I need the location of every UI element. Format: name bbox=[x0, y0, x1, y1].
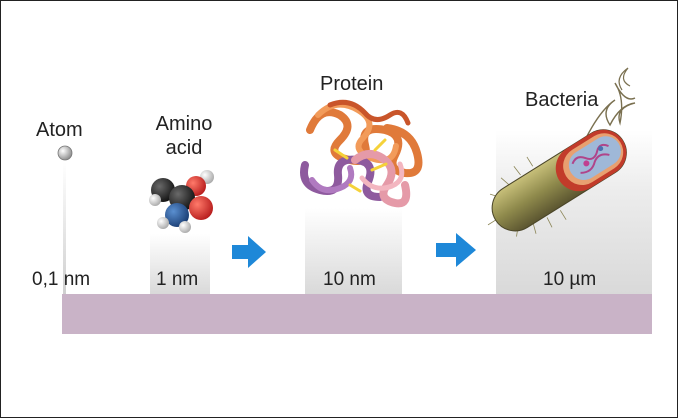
arrow-right-icon bbox=[232, 236, 266, 268]
bacteria-label: Bacteria bbox=[525, 89, 599, 111]
protein-label: Protein bbox=[320, 73, 384, 95]
amino-acid-label: Amino acid bbox=[148, 112, 220, 160]
bacteria-icon bbox=[487, 67, 636, 237]
atom-sphere-icon bbox=[57, 145, 73, 161]
protein-structure-icon bbox=[300, 99, 423, 208]
amino-acid-label-line1: Amino bbox=[155, 113, 213, 135]
amino-acid-label-line2: acid bbox=[165, 137, 203, 159]
amino-acid-scale-label: 1 nm bbox=[156, 269, 199, 290]
protein-scale-label: 10 nm bbox=[323, 269, 376, 290]
scale-base-bar bbox=[62, 294, 652, 334]
protein-pedestal bbox=[305, 208, 402, 294]
arrow-right-icon bbox=[436, 233, 476, 267]
bacteria-scale-label: 10 µm bbox=[543, 269, 597, 290]
atom-pedestal bbox=[63, 162, 66, 294]
atom-scale-label: 0,1 nm bbox=[32, 269, 91, 290]
atom-label: Atom bbox=[36, 119, 83, 141]
amino-acid-pedestal bbox=[150, 234, 210, 294]
amino-acid-molecule-icon bbox=[149, 170, 214, 233]
